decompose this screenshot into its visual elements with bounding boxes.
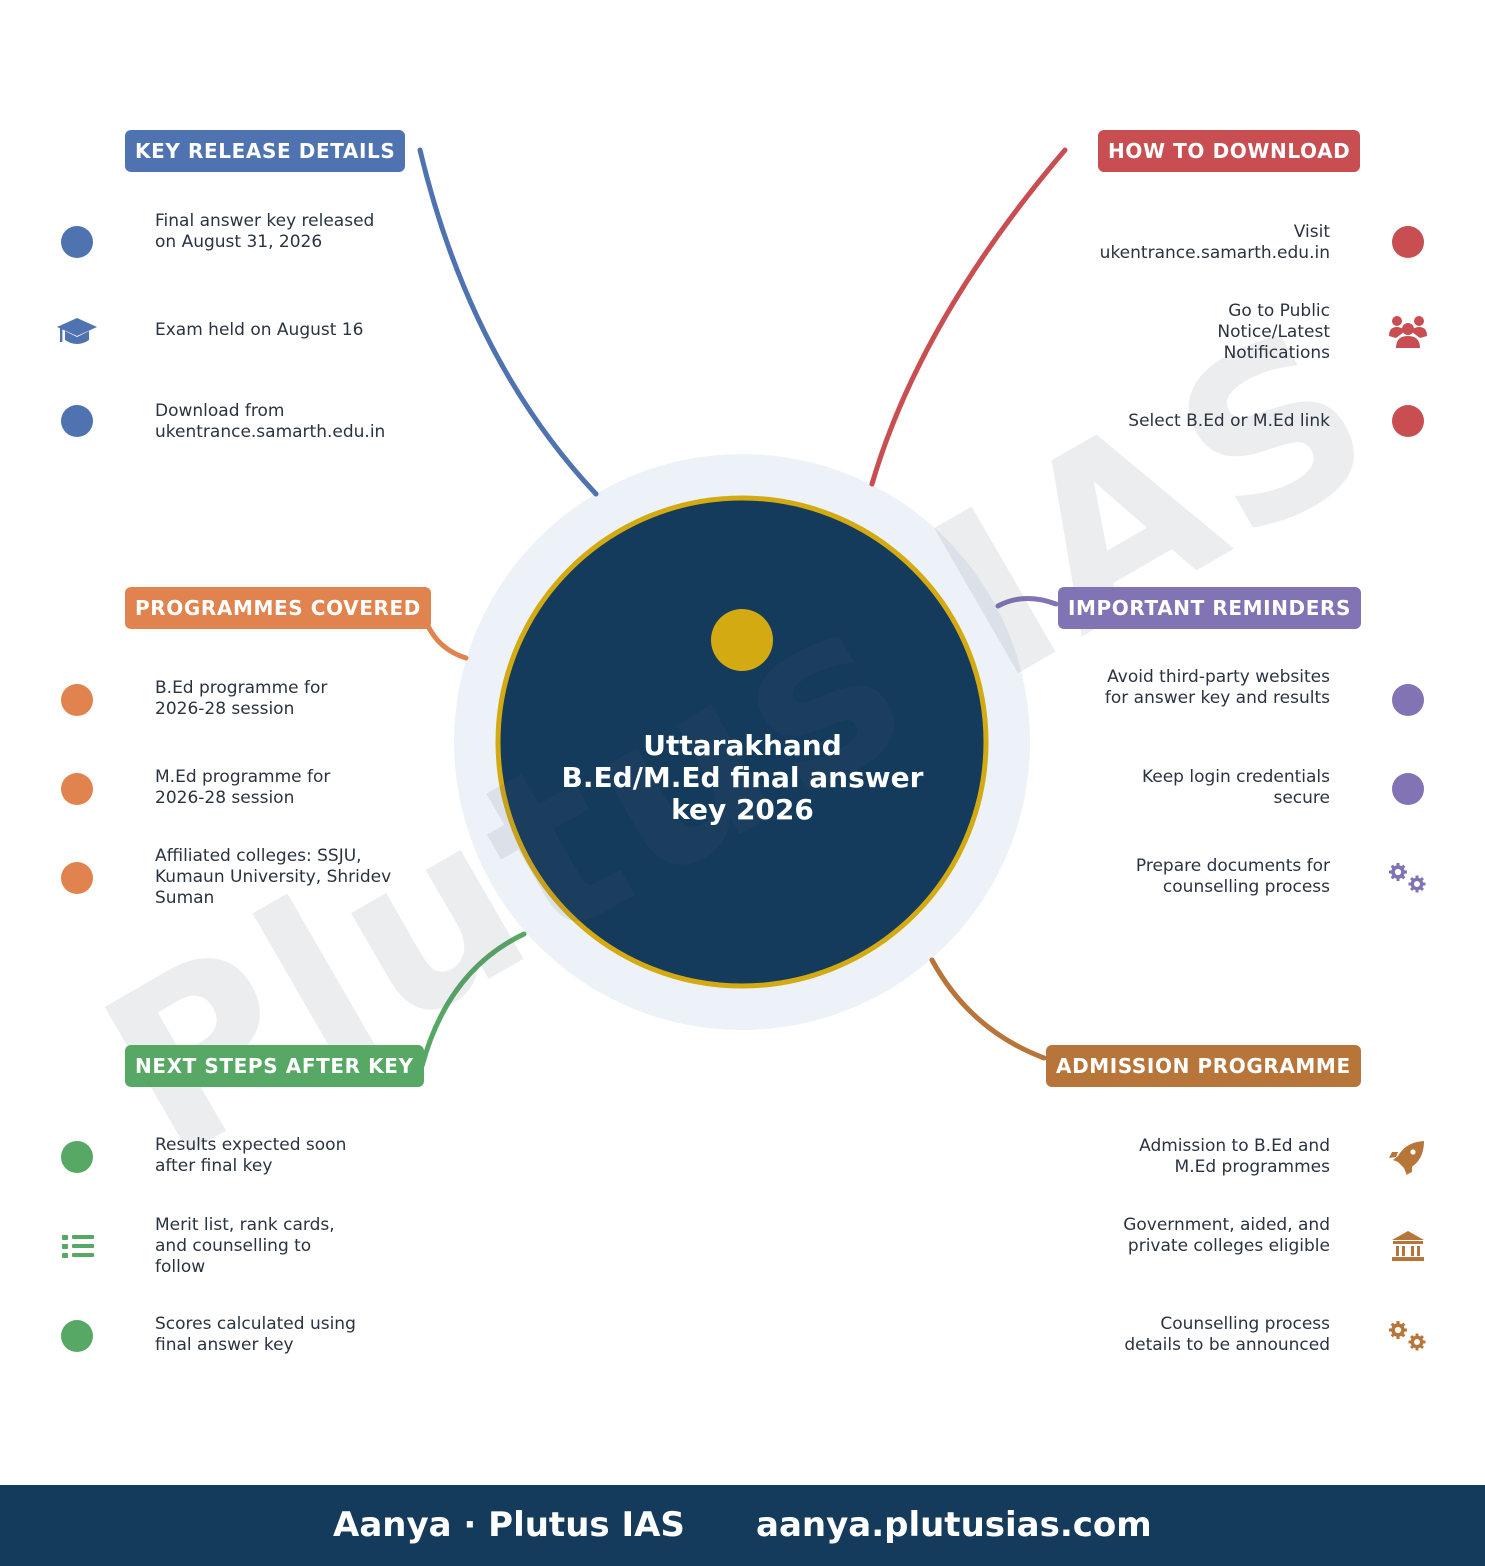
list-item: Government, aided, and private colleges … <box>1123 1215 1330 1256</box>
list-item: Go to Public Notice/Latest Notifications <box>1217 301 1330 363</box>
circle-dot-icon <box>61 773 93 805</box>
circle-dot-icon <box>61 1320 93 1352</box>
branch-title-next-steps: NEXT STEPS AFTER KEY <box>125 1045 424 1087</box>
graduation-cap-icon <box>57 318 97 344</box>
list-item: Prepare documents for counselling proces… <box>1135 856 1330 897</box>
circle-dot-icon <box>61 226 93 258</box>
circle-dot-icon <box>61 1141 93 1173</box>
list-item: Download from ukentrance.samarth.edu.in <box>155 401 386 442</box>
branch-title-key-release: KEY RELEASE DETAILS <box>125 130 406 172</box>
circle-dot-icon <box>61 862 93 894</box>
circle-dot-icon <box>1392 226 1424 258</box>
list-item: Select B.Ed or M.Ed link <box>1128 411 1330 431</box>
list-item: Final answer key released on August 31, … <box>155 211 375 252</box>
rocket-icon <box>1389 1141 1424 1175</box>
connector-reminders <box>995 596 1059 609</box>
gears-icon <box>1387 1319 1428 1353</box>
gears-icon <box>1387 861 1428 895</box>
list-item: B.Ed programme for 2026-28 session <box>155 678 328 719</box>
list-icon <box>62 1235 94 1258</box>
connector-how-to-download <box>869 147 1068 487</box>
connector-next-steps <box>419 931 527 1069</box>
list-item: M.Ed programme for 2026-28 session <box>155 767 331 808</box>
circle-dot-icon <box>61 405 93 437</box>
branch-title-admission: ADMISSION PROGRAMME <box>1046 1045 1361 1087</box>
list-item: Visit ukentrance.samarth.edu.in <box>1099 222 1330 263</box>
branch-title-reminders: IMPORTANT REMINDERS <box>1058 587 1362 629</box>
list-item: Counselling process details to be announ… <box>1124 1314 1330 1355</box>
list-item: Avoid third-party websites for answer ke… <box>1104 667 1330 708</box>
circle-dot-icon <box>1392 773 1424 805</box>
list-item: Affiliated colleges: SSJU, Kumaun Univer… <box>155 846 392 908</box>
circle-dot-icon <box>1392 684 1424 716</box>
circle-dot-icon <box>61 684 93 716</box>
hub-dot <box>711 609 773 671</box>
list-item: Merit list, rank cards, and counselling … <box>155 1215 335 1277</box>
list-item: Results expected soon after final key <box>155 1135 347 1176</box>
circle-dot-icon <box>1392 405 1424 437</box>
connector-programmes <box>425 623 469 661</box>
list-item: Keep login credentials secure <box>1141 767 1330 808</box>
institution-icon <box>1392 1231 1424 1261</box>
footer-author: Aanya · Plutus IAS <box>333 1505 685 1545</box>
connector-key-release <box>417 147 599 497</box>
users-group-icon <box>1389 316 1427 348</box>
hub-title: Uttarakhand B.Ed/M.Ed final answer key 2… <box>561 729 924 826</box>
connector-admission <box>929 957 1047 1061</box>
branch-title-programmes: PROGRAMMES COVERED <box>125 587 431 629</box>
branch-title-how-to-download: HOW TO DOWNLOAD <box>1098 130 1361 172</box>
footer-bar: Aanya · Plutus IAS aanya.plutusias.com <box>0 1485 1485 1566</box>
list-item: Admission to B.Ed and M.Ed programmes <box>1139 1136 1330 1177</box>
list-item: Scores calculated using final answer key <box>155 1314 356 1355</box>
list-item: Exam held on August 16 <box>155 320 364 340</box>
hub-circle <box>495 495 989 989</box>
footer-url[interactable]: aanya.plutusias.com <box>756 1505 1152 1545</box>
